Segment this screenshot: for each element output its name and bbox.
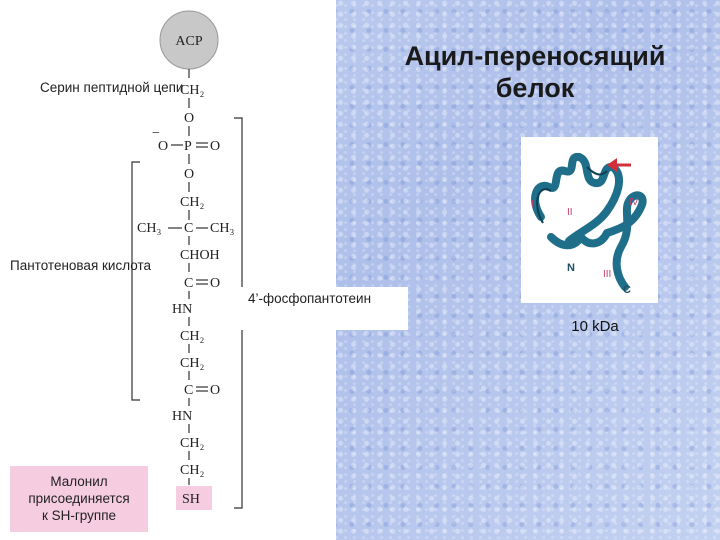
phosphopantetheine-label-box	[240, 287, 408, 330]
c-amide-1: C	[184, 276, 193, 291]
ch2-d: CH₂	[180, 436, 204, 451]
o-minus: O	[158, 139, 168, 154]
c-terminus-label: C	[623, 284, 631, 296]
sh-highlight	[176, 486, 212, 510]
c-quaternary: C	[184, 221, 193, 236]
serine-label: Серин пептидной цепи	[40, 80, 184, 95]
acp-protein-ribbon: I II III IV N C	[521, 137, 658, 303]
helix-i	[531, 153, 583, 221]
helix-outline-2	[586, 166, 608, 176]
sh-group: SH	[182, 492, 200, 507]
hn-1: HN	[172, 302, 192, 317]
n-terminus-label: N	[567, 262, 575, 274]
protein-ribbon	[531, 153, 647, 291]
pantothenic-acid-label: Пантотеновая кислота	[10, 258, 151, 273]
helix-label-i: I	[531, 199, 534, 210]
phosphopantetheine-label: 4’-фосфопантотеин	[248, 291, 372, 306]
ch2-serine: CH₂	[180, 83, 204, 98]
phosphorus: P	[184, 139, 192, 154]
o-minus-charge: −	[152, 126, 160, 141]
o-ester: O	[184, 167, 194, 182]
ch2-b: CH₂	[180, 329, 204, 344]
helix-label-ii: II	[567, 207, 573, 218]
acp-label: ACP	[175, 34, 202, 49]
pantothenic-bracket	[131, 161, 140, 401]
helix-outline	[536, 166, 608, 224]
structure-panel	[0, 0, 336, 540]
o-double: O	[210, 139, 220, 154]
ch2-e: CH₂	[180, 463, 204, 478]
choh: CHOH	[180, 248, 220, 263]
red-arrow	[607, 158, 617, 172]
o-serine: O	[184, 111, 194, 126]
slide-title: Ацил-переносящий белок	[404, 41, 666, 103]
malonyl-highlight-box	[10, 466, 148, 532]
helix-label-iii: III	[603, 269, 611, 280]
ch3-left: CH₃	[137, 221, 161, 236]
helix-iii	[547, 229, 611, 250]
o-amide-2: O	[210, 383, 220, 398]
malonyl-label: Малонил присоединяется к SH-группе	[28, 474, 130, 523]
molecular-mass-label: 10 kDa	[571, 318, 619, 335]
phosphopantetheine-structure: ACP CH₂ O − O P O O CH₂ CH₃ C CH₃ CHOH C…	[131, 10, 243, 510]
helix-ii	[575, 153, 617, 188]
o-amide-1: O	[210, 276, 220, 291]
helix-iv	[603, 191, 647, 291]
ch2-c: CH₂	[180, 356, 204, 371]
helix-outline-1	[536, 188, 552, 224]
hn-2: HN	[172, 409, 192, 424]
ch3-right: CH₃	[210, 221, 234, 236]
ch2-a: CH₂	[180, 195, 204, 210]
c-amide-2: C	[184, 383, 193, 398]
helix-label-iv: IV	[629, 197, 639, 208]
